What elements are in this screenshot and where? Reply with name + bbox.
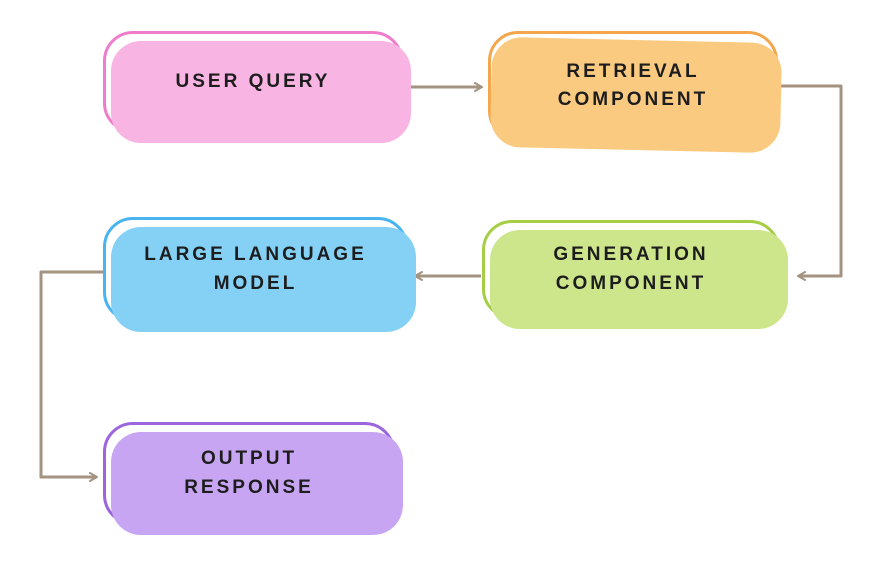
node-output-response-label: OUTPUT RESPONSE [184,448,314,498]
node-generation-component-label: GENERATION COMPONENT [553,244,709,294]
node-output-response: OUTPUT RESPONSE [103,422,395,525]
node-retrieval-component-label: RETRIEVAL COMPONENT [557,60,709,111]
node-user-query-label: USER QUERY [175,70,331,92]
node-large-language-model-label: LARGE LANGUAGE MODEL [144,244,367,294]
node-user-query: USER QUERY [103,31,403,133]
edge-retrieval-component-to-generation-component [779,84,843,281]
node-retrieval-component: RETRIEVAL COMPONENT [488,31,778,141]
node-large-language-model: LARGE LANGUAGE MODEL [103,217,408,322]
node-generation-component: GENERATION COMPONENT [482,220,780,319]
edge-large-language-model-to-output-response [39,270,103,482]
